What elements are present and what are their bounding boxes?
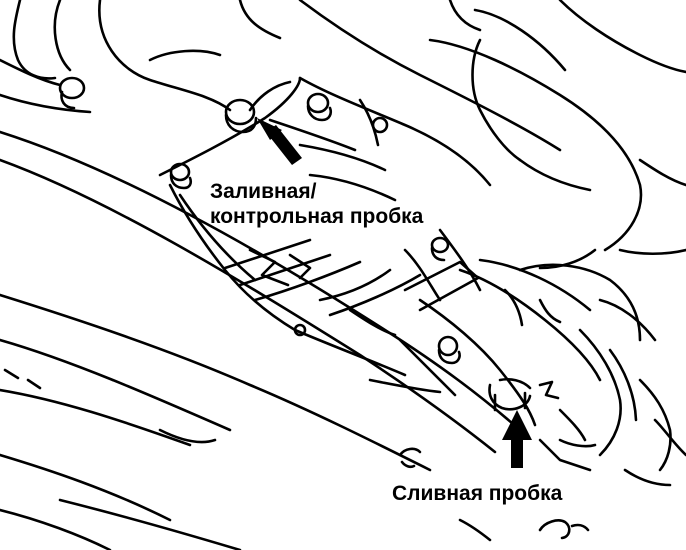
- cylinder: [298, 0, 686, 270]
- drain-plug-label: Сливная пробка: [392, 482, 563, 505]
- gearbox-housing: [158, 76, 492, 377]
- lower-housing: [368, 258, 686, 487]
- upper-left-structure: [0, 0, 282, 114]
- lower-marks: [3, 368, 590, 542]
- frame-beam: [0, 130, 522, 550]
- drain-plug-arrow-icon: [502, 410, 532, 468]
- fill-plug-arrow-icon: [257, 118, 302, 165]
- fill-plug-label-line2: контрольная пробка: [210, 205, 424, 228]
- fill-plug-label-line1: Заливная/: [210, 180, 317, 203]
- housing-bolts: [169, 92, 461, 365]
